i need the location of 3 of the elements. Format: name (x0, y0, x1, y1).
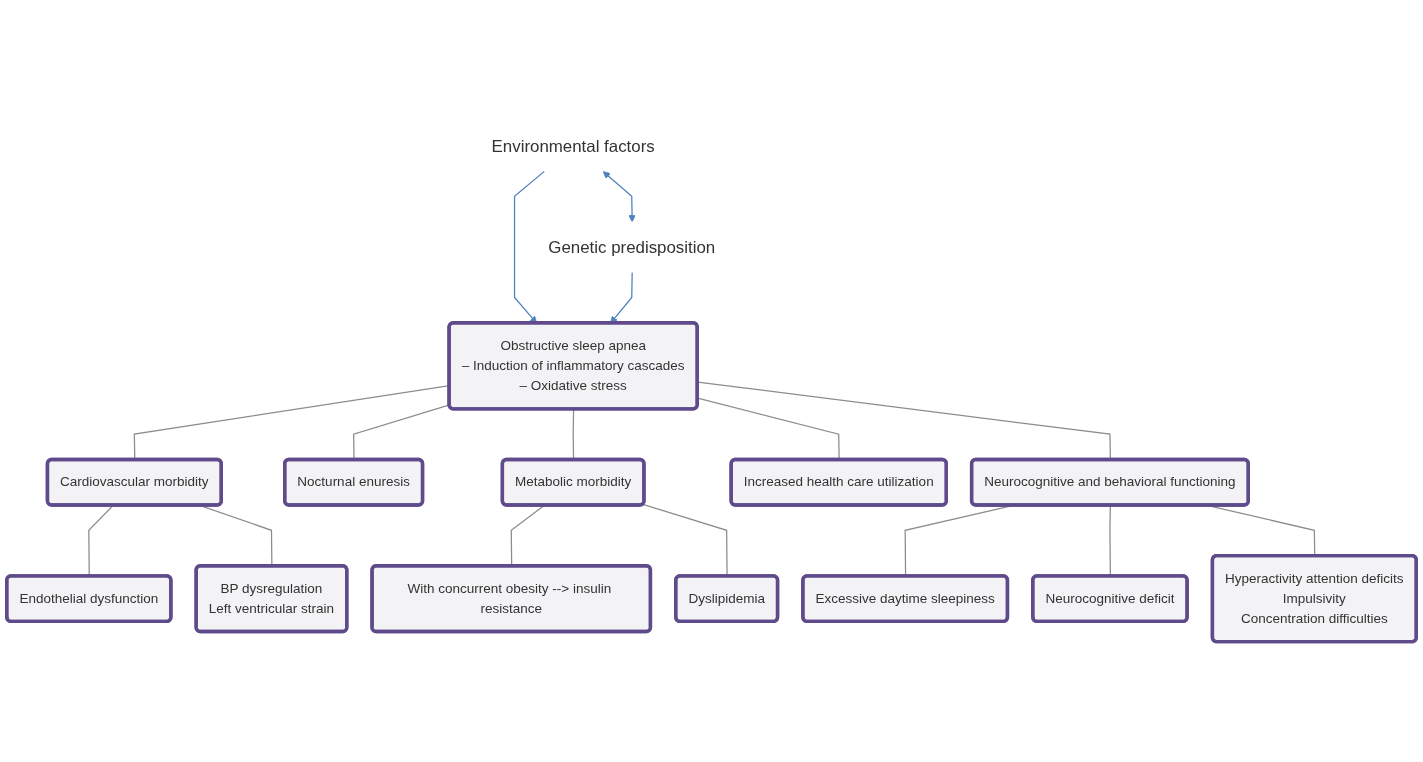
arrow (602, 171, 636, 223)
node-text: Genetic predisposition (548, 237, 716, 257)
node-text: Environmental factors (491, 136, 655, 155)
